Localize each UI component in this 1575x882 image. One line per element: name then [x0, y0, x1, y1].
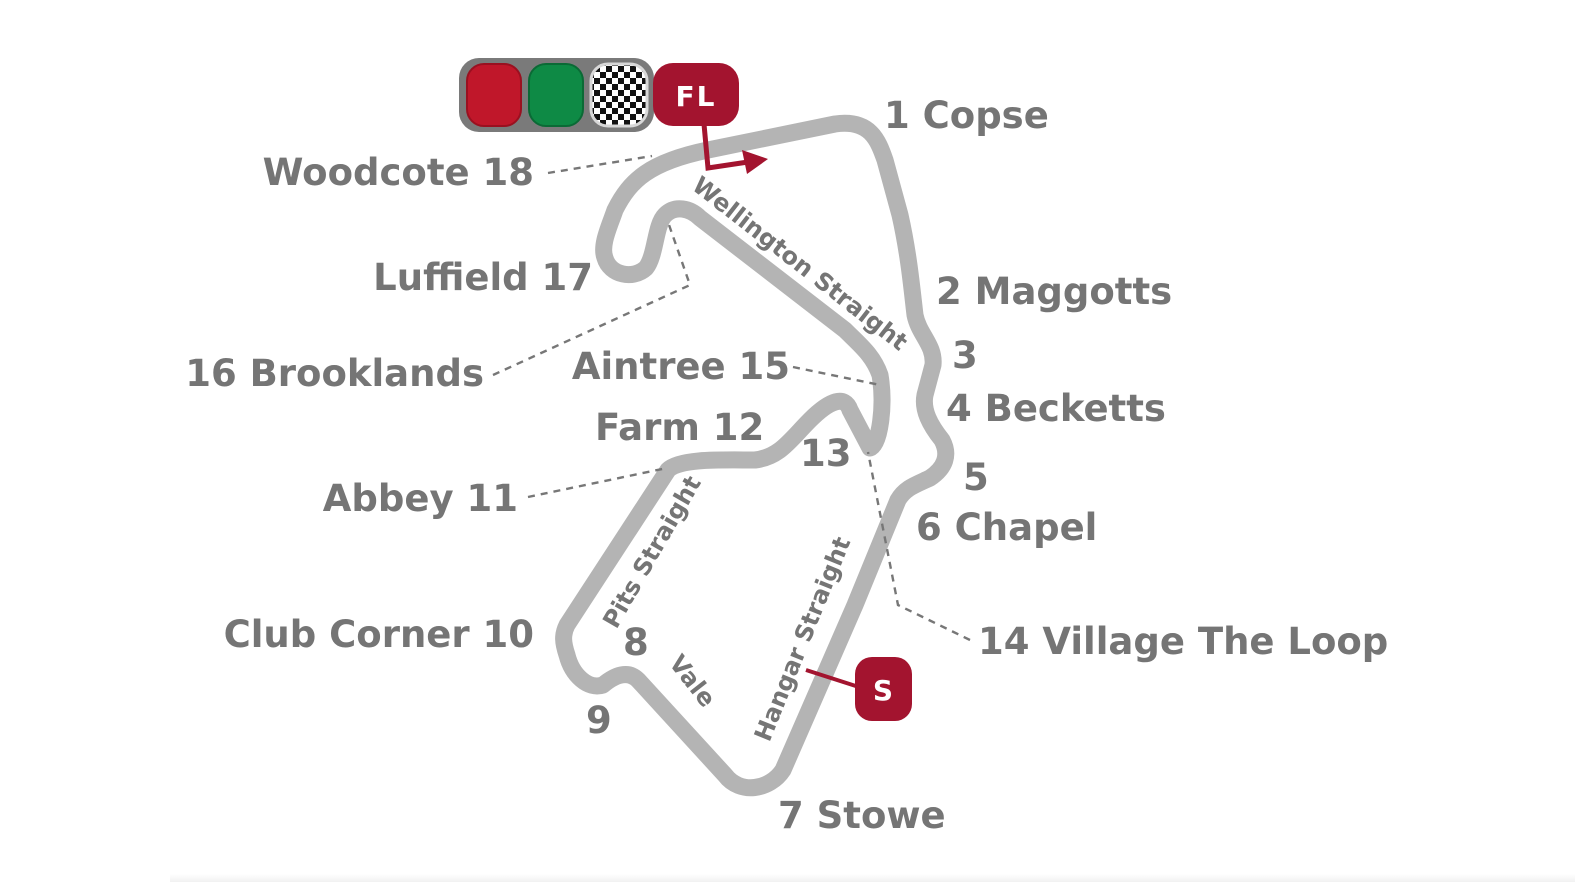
corner-label-14: 14 Village The Loop [978, 620, 1388, 663]
straight-label-vale: Vale [663, 650, 721, 713]
finish-line-arrowhead-icon [742, 150, 768, 174]
corner-label-6: 6 Chapel [916, 506, 1097, 549]
bottom-edge-shadow [170, 874, 1575, 882]
start-label: S [873, 674, 893, 707]
corner-label-1: 1 Copse [884, 94, 1049, 137]
corner-label-3: 3 [952, 334, 978, 377]
finish-line-marker: FL [653, 63, 768, 174]
track-outline [555, 114, 955, 797]
straight-label-wellington: Wellington Straight [687, 171, 913, 356]
leader-aintree [792, 365, 881, 387]
chequered-flag-icon [589, 62, 649, 128]
corner-label-16: 16 Brooklands [185, 352, 484, 395]
corner-label-5: 5 [963, 456, 989, 499]
corner-label-4: 4 Becketts [946, 387, 1166, 430]
corner-label-10: Club Corner 10 [224, 613, 534, 656]
start-marker: S [805, 657, 912, 721]
start-marker-line [805, 668, 863, 690]
red-light-icon [466, 63, 522, 127]
start-badge [855, 657, 912, 721]
leader-brooklands [492, 221, 692, 377]
corner-label-18: Woodcote 18 [263, 151, 534, 194]
finish-line-label: FL [676, 80, 717, 113]
finish-line-arrow-icon [701, 123, 749, 171]
corner-label-15: Aintree 15 [572, 345, 790, 388]
finish-line-badge [653, 63, 739, 126]
start-lights-panel [459, 58, 654, 132]
corner-label-12: Farm 12 [595, 406, 764, 449]
corner-label-9: 9 [586, 699, 612, 742]
leader-abbey [527, 466, 668, 499]
corner-label-8: 8 [623, 621, 649, 664]
leader-woodcote [547, 154, 653, 175]
corner-label-17: Luffield 17 [373, 256, 593, 299]
green-light-icon [528, 63, 584, 127]
corner-label-2: 2 Maggotts [936, 270, 1172, 313]
leader-village [866, 451, 971, 642]
corner-label-13: 13 [800, 432, 852, 475]
corner-label-7: 7 Stowe [778, 794, 946, 837]
corner-label-11: Abbey 11 [323, 477, 518, 520]
